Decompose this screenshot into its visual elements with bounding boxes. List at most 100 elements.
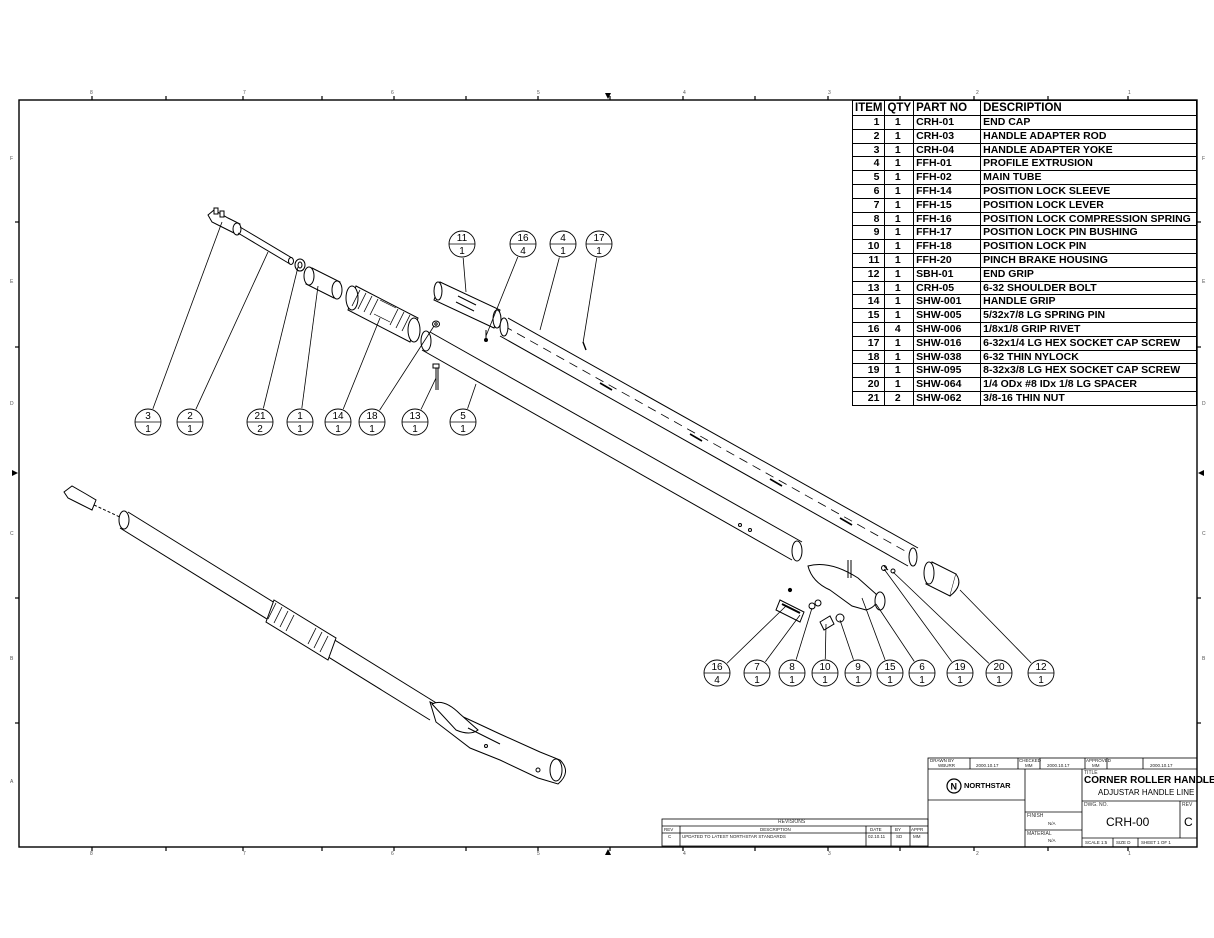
checked-by: MM [1025,763,1033,768]
bom-qty: 2 [884,390,915,406]
bom-description: HANDLE ADAPTER ROD [980,128,1197,144]
bom-part-no: SHW-005 [913,308,982,323]
bom-part-no: FFH-01 [913,156,982,172]
item-balloon: 141 [324,408,352,436]
balloon-qty: 1 [460,424,466,435]
balloon-item-number: 15 [884,662,896,673]
material-label: MATERIAL [1027,831,1052,837]
zone-label-top: 8 [90,90,93,96]
balloon-leader [467,383,477,409]
bom-item: 16 [851,321,886,337]
bom-part-no: CRH-05 [913,280,982,296]
bom-part-no: SHW-038 [913,349,982,365]
bom-part-no: SBH-01 [913,266,982,282]
bom-item: 1 [851,115,886,130]
balloon-qty: 1 [996,675,1002,686]
bom-item: 18 [851,349,886,365]
center-mark-left [12,470,18,476]
bom-qty: 1 [884,349,915,365]
rev-row-rev: C [668,834,672,839]
bom-item: 15 [851,308,886,323]
zone-label-bottom: 5 [537,851,540,857]
title-label: TITLE [1084,770,1098,776]
part-position-lock-assembly [807,560,886,611]
item-balloon: 191 [946,659,974,687]
drawing-title: CORNER ROLLER HANDLE [1084,775,1214,786]
part-end-cap [303,266,343,300]
title-block [927,757,1198,848]
center-mark-top [605,93,611,99]
item-balloon: 101 [811,659,839,687]
zone-label-bottom: 2 [976,851,979,857]
bom-qty: 1 [884,115,915,130]
balloon-leader [959,589,1032,664]
item-balloon: 21 [176,408,204,436]
bom-part-no: FFH-16 [913,211,982,227]
rev-header-description: DESCRIPTION [760,827,791,832]
bom-description: PINCH BRAKE HOUSING [980,252,1197,268]
item-balloon: 91 [844,659,872,687]
size-label: SIZE D [1116,840,1131,845]
balloon-item-number: 13 [409,411,421,422]
bom-part-no: SHW-095 [913,363,982,379]
balloon-qty: 4 [520,246,526,257]
balloon-item-number: 20 [993,662,1005,673]
zone-label-top: 3 [828,90,831,96]
item-balloon: 51 [449,408,477,436]
balloon-item-number: 5 [460,411,466,422]
bom-part-no: SHW-062 [913,390,982,406]
rev-row-by: SD [896,834,903,839]
bom-description: POSITION LOCK LEVER [980,197,1197,213]
bom-qty: 1 [884,156,915,172]
bom-qty: 1 [884,252,915,268]
part-pinch-brake-housing [433,281,502,329]
bom-qty: 1 [884,335,915,351]
bom-part-no: SHW-016 [913,335,982,351]
bom-part-no: CRH-04 [913,142,982,158]
bom-description: POSITION LOCK PIN BUSHING [980,225,1197,241]
bom-description: 1/4 ODx #8 IDx 1/8 LG SPACER [980,377,1197,392]
rev-header-date: DATE [870,827,882,832]
balloon-item-number: 17 [593,233,605,244]
bom-qty: 1 [884,377,915,392]
bom-description: 5/32x7/8 LG SPRING PIN [980,308,1197,323]
bom-description: MAIN TUBE [980,170,1197,185]
checked-label: CHECKED [1019,758,1042,763]
balloon-item-number: 19 [954,662,966,673]
zone-label-top: 1 [1128,90,1131,96]
item-balloon: 164 [509,230,537,258]
item-balloons: 3121212111411811315111116441171164718110… [134,230,1055,687]
part-handle-grip [345,285,421,343]
bom-description: 8-32x3/8 LG HEX SOCKET CAP SCREW [980,363,1197,379]
zone-label-top: 7 [243,90,246,96]
bom-part-no: CRH-03 [913,128,982,144]
approved-label: APPROVED [1086,758,1112,763]
part-adapter-rod [237,226,294,265]
bom-item: 20 [851,377,886,392]
bom-qty: 1 [884,128,915,144]
zone-label-right: D [1202,401,1206,407]
balloon-qty: 1 [822,675,828,686]
bom-description: POSITION LOCK PIN [980,239,1197,254]
balloon-qty: 1 [855,675,861,686]
balloon-item-number: 9 [855,662,861,673]
finish-value: N/A [1048,821,1056,826]
bom-item: 4 [851,156,886,172]
bom-description: 3/8-16 THIN NUT [980,390,1197,406]
balloon-qty: 1 [369,424,375,435]
balloon-qty: 1 [459,246,465,257]
bom-qty: 1 [884,225,915,241]
balloon-leader [824,623,827,660]
balloon-qty: 1 [887,675,893,686]
balloon-item-number: 6 [919,662,925,673]
zone-label-right: E [1202,279,1206,285]
balloon-leader [582,257,598,344]
